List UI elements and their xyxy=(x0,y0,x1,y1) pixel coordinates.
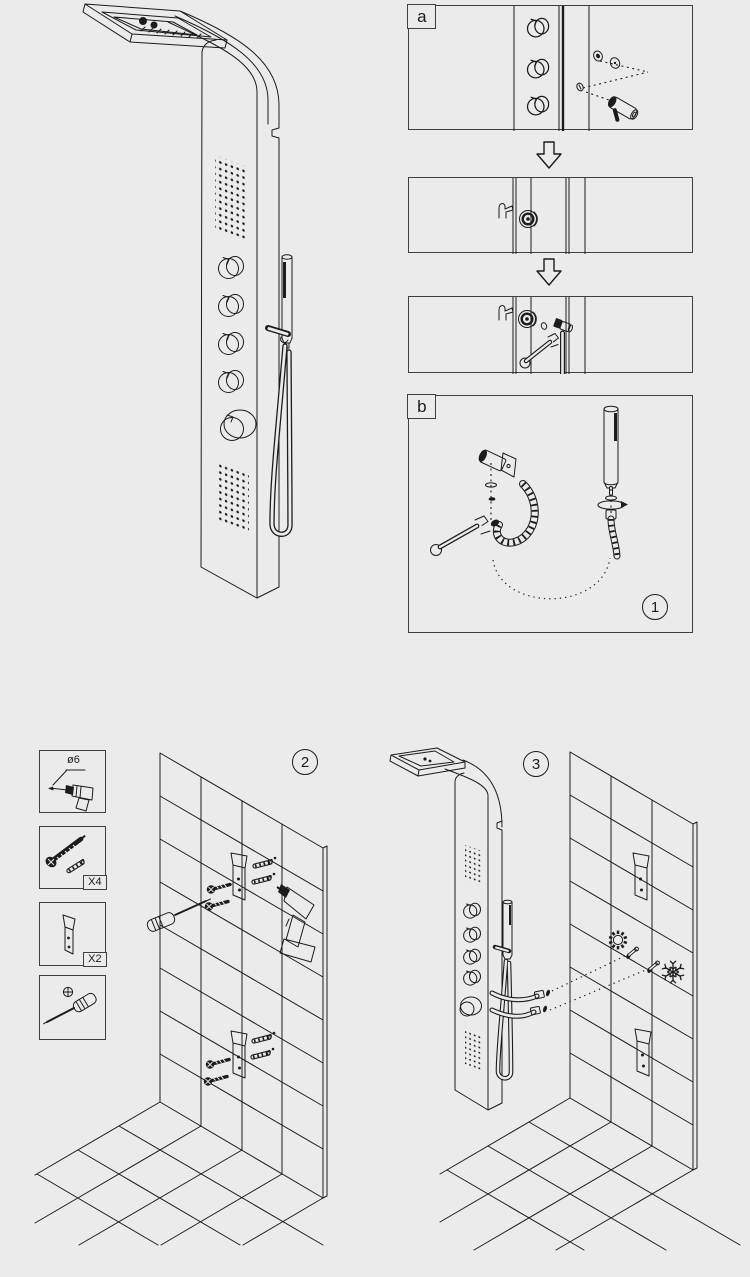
drill xyxy=(276,884,316,963)
down-arrow-icon xyxy=(536,258,562,286)
panel-body xyxy=(167,10,280,599)
shower-panel-illustration xyxy=(82,3,293,599)
part-screw-anchor-box: X4 xyxy=(39,826,107,890)
head-screw-icon xyxy=(150,21,158,29)
diverter-knob xyxy=(459,996,482,1017)
diverter-handle-icon xyxy=(607,96,639,122)
washer-icon xyxy=(540,322,548,330)
detail-box-a: a xyxy=(407,4,693,131)
step-2-wall-illustration xyxy=(34,752,328,1246)
washer-icon xyxy=(609,57,621,69)
diverter-knob xyxy=(220,409,257,441)
part-drill-box: ø6 xyxy=(39,750,106,813)
washer-icon xyxy=(576,82,584,92)
washer-icon xyxy=(485,482,497,488)
wrench-icon xyxy=(430,515,491,556)
detail-box-a-art xyxy=(513,6,649,131)
body-jets-lower xyxy=(465,1028,483,1071)
step-3-badge: 3 xyxy=(523,751,549,777)
lower-bracket-assembly xyxy=(202,1030,276,1088)
phillips-cross-icon xyxy=(62,986,74,998)
hand-shower-hose xyxy=(269,343,293,537)
step-1-badge: 1 xyxy=(642,594,668,620)
washer-icon xyxy=(593,50,603,62)
detail-box-b-art xyxy=(430,405,628,600)
tiled-wall xyxy=(159,752,328,1199)
body-jets-upper xyxy=(465,845,482,886)
part-bracket-box: X2 xyxy=(39,902,107,967)
hose-routing-dotted-path xyxy=(492,557,611,600)
shower-panel-small xyxy=(389,747,551,1111)
hanger-hook-icon xyxy=(498,203,514,219)
washer-icon xyxy=(605,495,617,501)
upper-bracket-assembly xyxy=(203,852,277,913)
mounted-knob-icon xyxy=(518,310,537,328)
hanger-hook-icon xyxy=(498,305,514,321)
down-arrow-icon xyxy=(536,141,562,169)
detail-box-a-label: a xyxy=(407,4,437,30)
step-2-badge: 2 xyxy=(292,749,318,775)
control-knobs xyxy=(218,256,244,393)
body-jets-lower xyxy=(219,462,249,534)
nut-icon xyxy=(488,497,496,501)
shower-hose-icon xyxy=(490,480,539,547)
box-a-letter: a xyxy=(417,6,427,26)
screwdriver-icon xyxy=(43,986,97,1025)
wrench-icon xyxy=(519,333,559,369)
rain-shower-head xyxy=(82,3,228,49)
bracket-qty-box: X2 xyxy=(83,951,107,967)
detail-box-b: b xyxy=(407,394,693,633)
upper-wall-bracket xyxy=(632,852,650,901)
drill-diameter-label: ø6 xyxy=(67,754,80,766)
supply-hoses xyxy=(489,989,551,1019)
cold-water-outlet xyxy=(647,960,660,973)
tiled-wall xyxy=(569,751,698,1171)
hand-shower-exploded xyxy=(597,405,628,560)
mounted-knob-icon xyxy=(519,210,538,228)
drill-bit-icon xyxy=(48,769,94,812)
head-screw-icon xyxy=(139,17,147,25)
mounting-bracket-icon xyxy=(62,914,76,955)
detail-box-b-label: b xyxy=(407,394,437,420)
shower-holder xyxy=(265,325,291,344)
sequence-box-2-art xyxy=(498,178,586,254)
hot-water-outlet xyxy=(626,946,639,959)
box-b-letter: b xyxy=(417,396,427,416)
hose-connector-icon xyxy=(553,318,573,333)
part-screwdriver-box xyxy=(39,975,106,1040)
sequence-box-3-art xyxy=(498,297,586,374)
connection-dotted-lines xyxy=(549,954,649,1011)
step-3-illustration xyxy=(389,747,741,1251)
snowflake-icon xyxy=(661,960,685,984)
tiled-floor xyxy=(34,1101,324,1246)
screwdriver xyxy=(146,898,211,932)
rotate-arrow-icon xyxy=(597,500,625,510)
sequence-box-2 xyxy=(408,177,693,254)
sequence-box-3 xyxy=(408,296,693,374)
screw-qty-box: X4 xyxy=(83,874,107,890)
screw-and-anchor-icon xyxy=(45,835,104,887)
body-jets-upper xyxy=(215,155,245,239)
wall-supply-elbow-icon xyxy=(478,449,517,478)
tiled-floor xyxy=(439,1097,741,1251)
hand-shower xyxy=(492,899,514,1081)
sun-icon xyxy=(608,930,628,950)
